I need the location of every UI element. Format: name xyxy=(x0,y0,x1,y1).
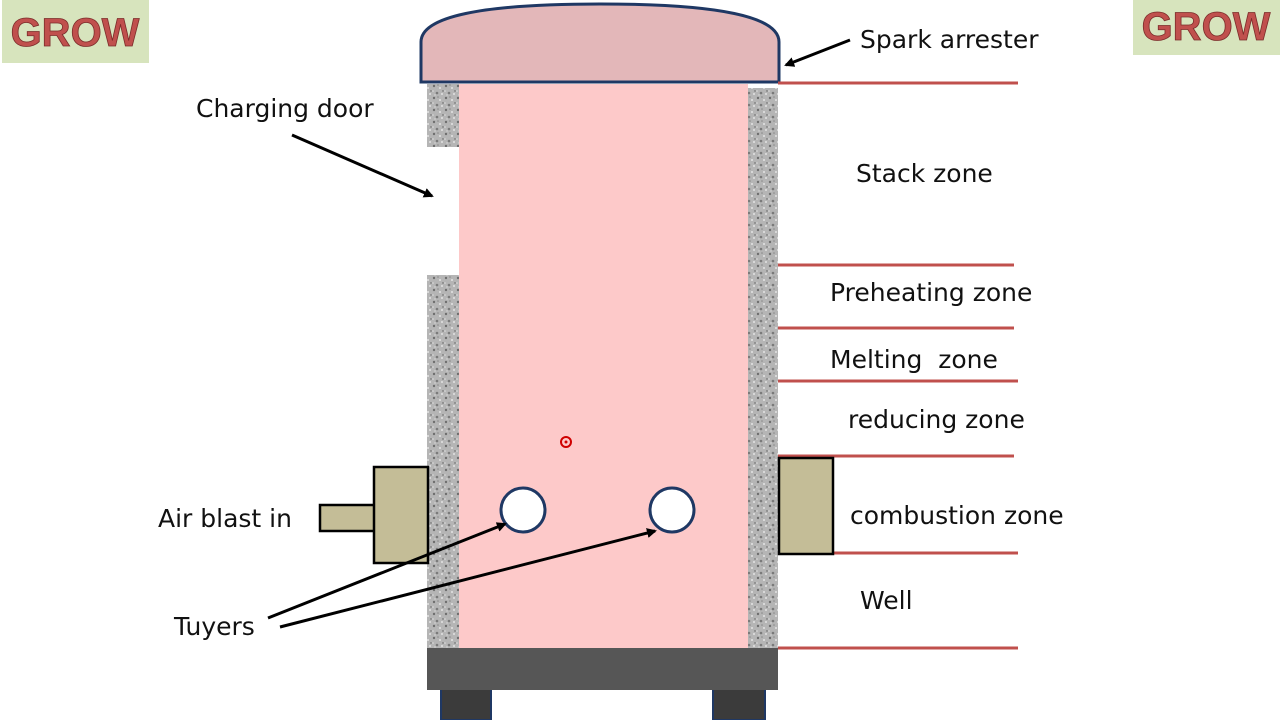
grow-badge-left: GROW xyxy=(2,0,149,63)
zone-label-reducing: reducing zone xyxy=(848,405,1025,434)
spark-arrester-label: Spark arrester xyxy=(860,25,1039,54)
tuyers-arrow-left xyxy=(267,522,507,620)
refractory-lining-left-upper xyxy=(427,84,459,147)
refractory-lining-right xyxy=(748,88,778,648)
tuyers-arrow-right xyxy=(279,528,657,629)
zone-label-melting: Melting zone xyxy=(830,345,998,374)
wind-box-left xyxy=(372,465,430,565)
furnace-leg-left xyxy=(440,685,492,720)
air-inlet-pipe xyxy=(318,503,377,533)
furnace-body xyxy=(459,84,748,648)
zone-label-well: Well xyxy=(860,586,913,615)
furnace-leg-right xyxy=(712,685,766,720)
tuyere-left xyxy=(499,486,547,534)
charging-door-arrow xyxy=(291,133,434,198)
refractory-lining-left-lower xyxy=(427,275,459,648)
grow-badge-left-text: GROW xyxy=(11,11,140,55)
tuyere-right xyxy=(648,486,696,534)
zone-label-combustion: combustion zone xyxy=(850,501,1064,530)
tuyers-label: Tuyers xyxy=(173,612,255,641)
air-blast-in-label: Air blast in xyxy=(158,504,292,533)
red-marker-center xyxy=(564,440,568,444)
zone-label-stack: Stack zone xyxy=(856,159,993,188)
spark-arrester-arrow xyxy=(784,38,851,67)
zone-label-preheating: Preheating zone xyxy=(830,278,1032,307)
red-marker-dot xyxy=(560,436,572,448)
furnace-base xyxy=(427,648,778,690)
grow-badge-right-text: GROW xyxy=(1142,5,1271,49)
grow-badge-right: GROW xyxy=(1133,0,1280,55)
spark-arrester-cap xyxy=(419,2,781,84)
charging-door-label: Charging door xyxy=(196,94,374,123)
wind-box-right xyxy=(777,456,835,556)
pointer-arrows xyxy=(267,38,851,629)
